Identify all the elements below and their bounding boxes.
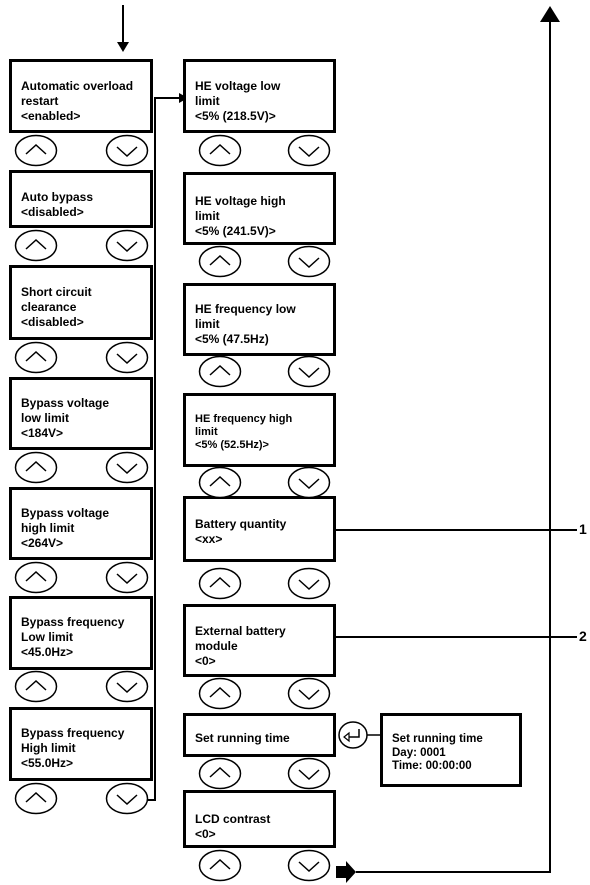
up-button-icon[interactable] (14, 561, 58, 594)
down-button-icon[interactable] (287, 355, 331, 388)
enter-button-icon[interactable] (338, 720, 368, 750)
callout-label-2: 2 (579, 628, 587, 644)
short-circuit-clearance-box[interactable]: Short circuit clearance <disabled> (9, 265, 153, 340)
he-voltage-low-limit-text: HE voltage low limit <5% (218.5V)> (195, 79, 281, 123)
down-button-icon[interactable] (105, 561, 149, 594)
bypass-frequency-low-limit-box[interactable]: Bypass frequency Low limit <45.0Hz> (9, 596, 153, 670)
down-button-icon[interactable] (105, 782, 149, 815)
set-running-time-detail-text: Set running time Day: 0001 Time: 00:00:0… (392, 733, 483, 772)
down-button-icon[interactable] (287, 757, 331, 790)
return-arrow-head (336, 861, 356, 883)
bypass-voltage-high-limit-text: Bypass voltage high limit <264V> (21, 506, 110, 550)
bypass-frequency-high-limit-text: Bypass frequency High limit <55.0Hz> (21, 726, 125, 770)
battery-quantity-text: Battery quantity <xx> (195, 517, 287, 546)
entry-arrow-head (117, 42, 129, 52)
up-button-icon[interactable] (198, 849, 242, 882)
up-button-icon[interactable] (14, 670, 58, 703)
down-button-icon[interactable] (287, 466, 331, 499)
up-button-icon[interactable] (198, 466, 242, 499)
automatic-overload-restart-text: Automatic overload restart <enabled> (21, 79, 134, 123)
up-button-icon[interactable] (198, 757, 242, 790)
he-voltage-high-limit-box[interactable]: HE voltage high limit <5% (241.5V)> (183, 172, 336, 245)
lcd-contrast-box[interactable]: LCD contrast <0> (183, 790, 336, 848)
up-button-icon[interactable] (14, 341, 58, 374)
up-button-icon[interactable] (14, 134, 58, 167)
he-voltage-high-limit-text: HE voltage high limit <5% (241.5V)> (195, 194, 286, 238)
up-button-icon[interactable] (14, 782, 58, 815)
down-button-icon[interactable] (105, 229, 149, 262)
lcd-contrast-text: LCD contrast <0> (195, 812, 271, 841)
set-running-time-text: Set running time (195, 731, 290, 745)
down-button-icon[interactable] (105, 451, 149, 484)
he-voltage-low-limit-box[interactable]: HE voltage low limit <5% (218.5V)> (183, 59, 336, 133)
he-frequency-low-limit-text: HE frequency low limit <5% (47.5Hz) (195, 302, 296, 346)
up-button-icon[interactable] (198, 245, 242, 278)
down-button-icon[interactable] (287, 849, 331, 882)
bypass-frequency-high-limit-box[interactable]: Bypass frequency High limit <55.0Hz> (9, 707, 153, 781)
auto-bypass-box[interactable]: Auto bypass <disabled> (9, 170, 153, 228)
auto-bypass-text: Auto bypass <disabled> (21, 190, 94, 219)
up-button-icon[interactable] (198, 567, 242, 600)
down-button-icon[interactable] (287, 134, 331, 167)
he-frequency-high-limit-box[interactable]: HE frequency high limit <5% (52.5Hz)> (183, 393, 336, 467)
he-frequency-high-limit-text: HE frequency high limit <5% (52.5Hz)> (195, 413, 293, 451)
up-button-icon[interactable] (198, 355, 242, 388)
return-arrow-top-head (540, 6, 560, 22)
set-running-time-box[interactable]: Set running time (183, 713, 336, 757)
bypass-voltage-high-limit-box[interactable]: Bypass voltage high limit <264V> (9, 487, 153, 560)
callout-label-1: 1 (579, 521, 587, 537)
bypass-frequency-low-limit-text: Bypass frequency Low limit <45.0Hz> (21, 615, 125, 659)
external-battery-module-text: External battery module <0> (195, 624, 286, 668)
battery-quantity-box[interactable]: Battery quantity <xx> (183, 496, 336, 562)
down-button-icon[interactable] (287, 567, 331, 600)
external-battery-module-box[interactable]: External battery module <0> (183, 604, 336, 677)
down-button-icon[interactable] (105, 670, 149, 703)
up-button-icon[interactable] (14, 229, 58, 262)
down-button-icon[interactable] (287, 245, 331, 278)
set-running-time-detail-box: Set running time Day: 0001 Time: 00:00:0… (380, 713, 522, 787)
up-button-icon[interactable] (198, 134, 242, 167)
down-button-icon[interactable] (105, 341, 149, 374)
bypass-voltage-low-limit-text: Bypass voltage low limit <184V> (21, 396, 110, 440)
up-button-icon[interactable] (14, 451, 58, 484)
return-line (356, 20, 551, 873)
he-frequency-low-limit-box[interactable]: HE frequency low limit <5% (47.5Hz) (183, 283, 336, 356)
bypass-voltage-low-limit-box[interactable]: Bypass voltage low limit <184V> (9, 377, 153, 450)
down-button-icon[interactable] (105, 134, 149, 167)
short-circuit-clearance-text: Short circuit clearance <disabled> (21, 285, 92, 329)
down-button-icon[interactable] (287, 677, 331, 710)
automatic-overload-restart-box[interactable]: Automatic overload restart <enabled> (9, 59, 153, 133)
up-button-icon[interactable] (198, 677, 242, 710)
